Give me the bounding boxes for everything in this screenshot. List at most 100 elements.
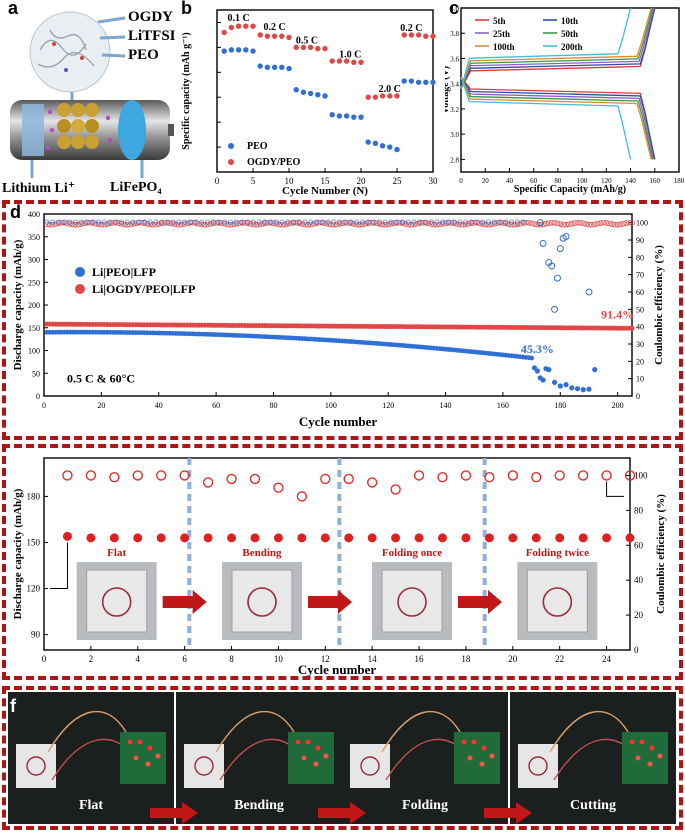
data-point-peo — [365, 139, 371, 145]
ce-point-ogdy — [138, 219, 145, 226]
ce-point — [226, 473, 237, 485]
data-point-peo — [423, 79, 429, 85]
discharge-curve-50th — [460, 77, 653, 160]
y-tick-label: 40 — [636, 323, 644, 332]
ce-point-ogdy — [614, 221, 621, 228]
x-tick-label: 6 — [182, 654, 187, 664]
ce-point-ogdy — [609, 221, 615, 227]
capacity-point-peo — [586, 386, 592, 392]
ce-point-ogdy — [221, 221, 228, 227]
ce-point-ogdy — [150, 221, 156, 228]
ce-point-ogdy — [87, 219, 93, 226]
x-tick-label: 16 — [415, 654, 425, 664]
label-litfsi: LiTFSI — [128, 28, 176, 44]
x-tick-label: 22 — [555, 654, 564, 664]
ce-point-ogdy — [442, 220, 449, 226]
ce-point-peo — [136, 219, 142, 225]
ce-point-ogdy — [325, 221, 331, 227]
ce-point-ogdy — [250, 221, 257, 228]
x-tick-label: 30 — [429, 176, 439, 186]
capacity-point — [297, 533, 307, 543]
rate-annotation: 0.2 C — [400, 23, 422, 34]
y-tick-label: 0 — [36, 392, 40, 401]
x-axis-label: Specific Capacity (mAh/g) — [514, 184, 626, 195]
ce-point-ogdy — [477, 220, 483, 227]
x-tick-label: 180 — [674, 177, 685, 185]
data-point-peo — [257, 63, 263, 69]
y-tick-label: 150 — [27, 537, 41, 547]
ce-point-ogdy — [502, 220, 509, 227]
x-axis-label: Cycle number — [298, 662, 377, 677]
ce-point-ogdy — [310, 221, 317, 227]
capacity-point — [508, 533, 518, 543]
ce-point-ogdy — [236, 220, 242, 227]
ce-point-ogdy — [244, 220, 251, 226]
ce-point-ogdy — [247, 221, 254, 227]
ce-point-ogdy — [491, 220, 498, 227]
capacity-point — [156, 533, 166, 543]
ce-point-ogdy — [480, 221, 486, 227]
ce-point-ogdy — [259, 221, 265, 227]
ce-point-peo — [227, 219, 233, 225]
label-anode: Lithium Li⁺ — [2, 181, 76, 196]
data-point-ogdy — [372, 94, 379, 100]
capacity-point-peo — [592, 367, 598, 373]
ce-point — [577, 470, 589, 481]
y-tick-label: 250 — [28, 278, 40, 287]
ce-point-ogdy — [184, 220, 191, 227]
ce-point-ogdy — [368, 219, 374, 226]
ce-point-ogdy — [330, 221, 337, 228]
label-cathode: LiFePO₄ — [110, 180, 162, 195]
state-label-1: Flat — [107, 547, 126, 559]
ce-point-ogdy — [170, 220, 176, 227]
ce-point-peo — [84, 219, 90, 225]
legend-marker-peo — [75, 267, 85, 277]
data-point-ogdy — [250, 23, 256, 29]
ce-point-ogdy — [419, 219, 426, 226]
ce-point — [155, 470, 167, 481]
ce-point-ogdy — [81, 220, 87, 227]
ce-point-peo — [67, 219, 73, 225]
ce-point — [413, 470, 425, 481]
ce-point — [296, 491, 308, 502]
wire-icon — [47, 710, 127, 753]
x-tick-label: 24 — [602, 654, 612, 664]
capacity-point — [578, 533, 588, 543]
x-tick-label: 120 — [601, 177, 612, 185]
demo-photo-2: Bending — [176, 692, 342, 824]
ce-point-peo — [539, 239, 547, 247]
ce-point — [390, 484, 401, 495]
ce-point-ogdy — [577, 220, 584, 226]
pouch-cell-icon — [350, 744, 390, 788]
ce-point — [437, 472, 448, 483]
ce-point-ogdy — [353, 221, 360, 228]
x-tick-label: 25 — [393, 176, 403, 186]
data-point-ogdy — [235, 23, 242, 29]
x-tick-label: 5 — [251, 176, 256, 186]
legend-label-peo: PEO — [247, 141, 268, 152]
ce-point — [507, 470, 518, 481]
ce-point-peo — [382, 219, 388, 225]
data-point-peo — [271, 64, 278, 71]
ce-point-ogdy — [345, 219, 351, 226]
data-point-peo — [387, 144, 393, 150]
ce-point-ogdy — [511, 221, 518, 228]
ce-point-ogdy — [322, 220, 328, 226]
ce-point-peo — [434, 219, 440, 225]
ce-point-ogdy — [193, 220, 199, 226]
y-tick-label: 100 — [636, 219, 648, 228]
ce-point-peo — [290, 219, 297, 225]
ce-point — [601, 470, 612, 481]
ce-point-peo — [170, 219, 176, 225]
x-tick-label: 160 — [650, 177, 661, 185]
ce-point-peo — [480, 219, 486, 225]
rate-annotation: 0.5 C — [296, 36, 318, 47]
lifepo4-cathode-icon — [118, 100, 146, 160]
ce-point-ogdy — [210, 220, 217, 227]
ce-point-ogdy — [270, 220, 277, 226]
axis-pointer-right — [606, 481, 624, 497]
ce-point-ogdy — [296, 220, 303, 226]
data-point-ogdy — [300, 44, 307, 51]
